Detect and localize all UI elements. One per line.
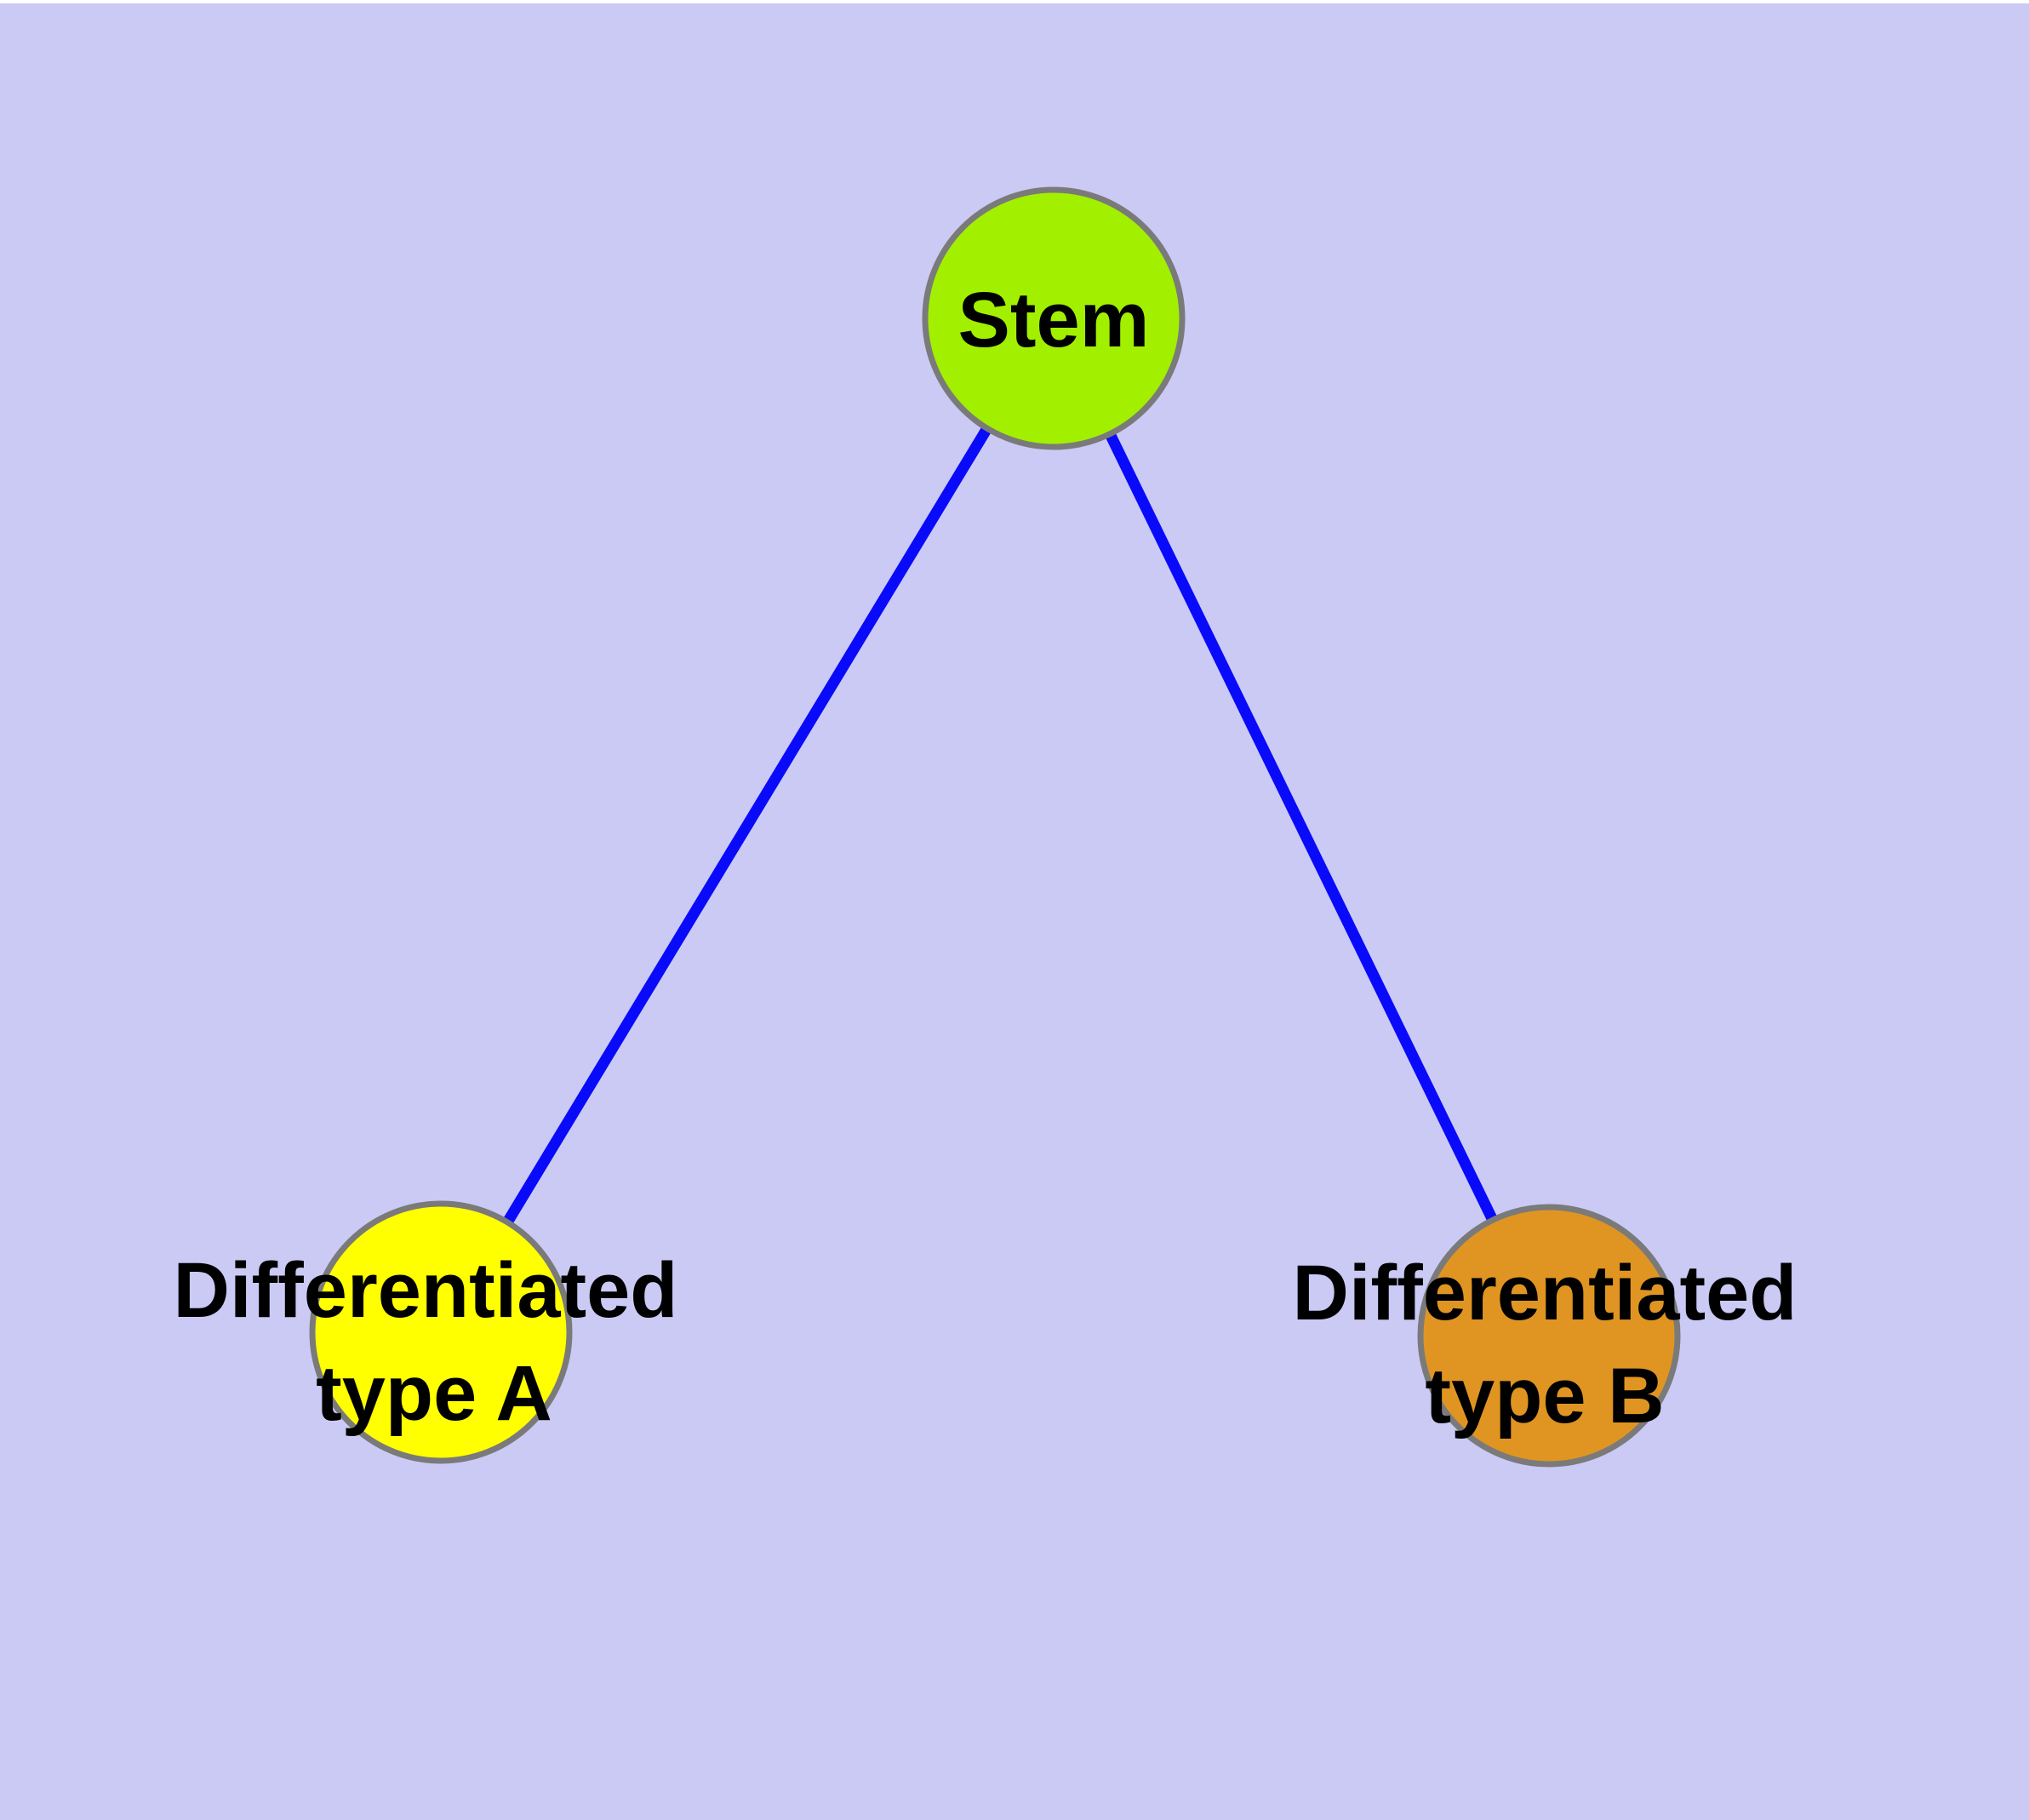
node-stem-label: Stem [958, 277, 1150, 363]
node-differentiated-type-a[interactable] [309, 1200, 573, 1464]
edge-layer [436, 315, 1554, 1338]
node-type-a-label-line-2: type A [316, 1350, 552, 1437]
top-strip [0, 0, 2029, 3]
node-type-b-label-line-1: Differentiated [1293, 1250, 1798, 1336]
node-type-a-label-line-1: Differentiated [174, 1247, 678, 1334]
node-stem[interactable] [922, 186, 1186, 450]
node-type-b-label-line-2: type B [1425, 1353, 1664, 1439]
label-layer: Stem Differentiated type A Differentiate… [174, 277, 1798, 1439]
node-differentiated-type-b[interactable] [1417, 1204, 1681, 1468]
node-layer [309, 186, 1681, 1468]
edge-stem-to-type-b[interactable] [1049, 316, 1554, 1338]
edge-stem-to-type-a[interactable] [436, 315, 1059, 1336]
